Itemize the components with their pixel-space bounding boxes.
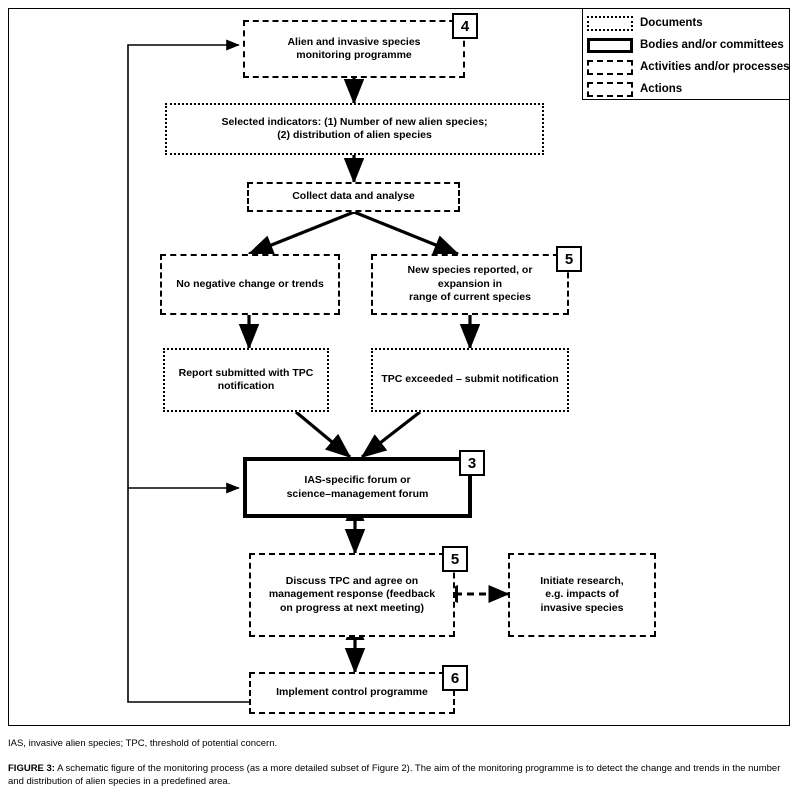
legend-swatch-dashed-icon xyxy=(587,60,633,75)
figure-caption: FIGURE 3: A schematic figure of the moni… xyxy=(8,762,790,788)
node-no-negative-change[interactable]: No negative change or trends xyxy=(160,254,340,315)
figure-caption-label: FIGURE 3: xyxy=(8,763,55,774)
legend-item-actions: Actions xyxy=(587,79,785,100)
node-collect-data[interactable]: Collect data and analyse xyxy=(247,182,460,212)
figure-caption-text: A schematic figure of the monitoring pro… xyxy=(8,763,781,787)
node-tpc-exceeded-label: TPC exceeded – submit notification xyxy=(381,373,559,386)
node-selected-indicators[interactable]: Selected indicators: (1) Number of new a… xyxy=(165,103,544,155)
abbreviation-note: IAS, invasive alien species; TPC, thresh… xyxy=(8,738,278,749)
legend-swatch-dotted-icon xyxy=(587,16,633,31)
legend-item-activities: Activities and/or processes xyxy=(587,57,790,78)
node-tpc-exceeded[interactable]: TPC exceeded – submit notification xyxy=(371,348,569,412)
legend-box: Documents Bodies and/or committees Activ… xyxy=(582,8,790,100)
legend-label-actions: Actions xyxy=(640,83,683,95)
legend-label-documents: Documents xyxy=(640,17,703,29)
badge-monitoring-programme: 4 xyxy=(452,13,478,39)
node-selected-indicators-label: Selected indicators: (1) Number of new a… xyxy=(221,115,488,142)
diagram-frame xyxy=(8,8,790,726)
legend-swatch-dashdot-icon xyxy=(587,82,633,97)
node-collect-data-label: Collect data and analyse xyxy=(292,190,415,203)
badge-discuss-tpc: 5 xyxy=(442,546,468,572)
legend-item-bodies: Bodies and/or committees xyxy=(587,35,785,56)
legend-swatch-solid-icon xyxy=(587,38,633,53)
legend-label-bodies: Bodies and/or committees xyxy=(640,39,784,51)
node-no-negative-change-label: No negative change or trends xyxy=(176,277,324,290)
node-implement-control-label: Implement control programme xyxy=(276,686,428,699)
badge-ias-forum: 3 xyxy=(459,450,485,476)
legend-item-documents: Documents xyxy=(587,13,785,34)
legend-label-activities: Activities and/or processes xyxy=(640,61,790,73)
badge-new-species-reported: 5 xyxy=(556,246,582,272)
node-implement-control[interactable]: Implement control programme xyxy=(249,672,455,714)
badge-implement-control: 6 xyxy=(442,665,468,691)
